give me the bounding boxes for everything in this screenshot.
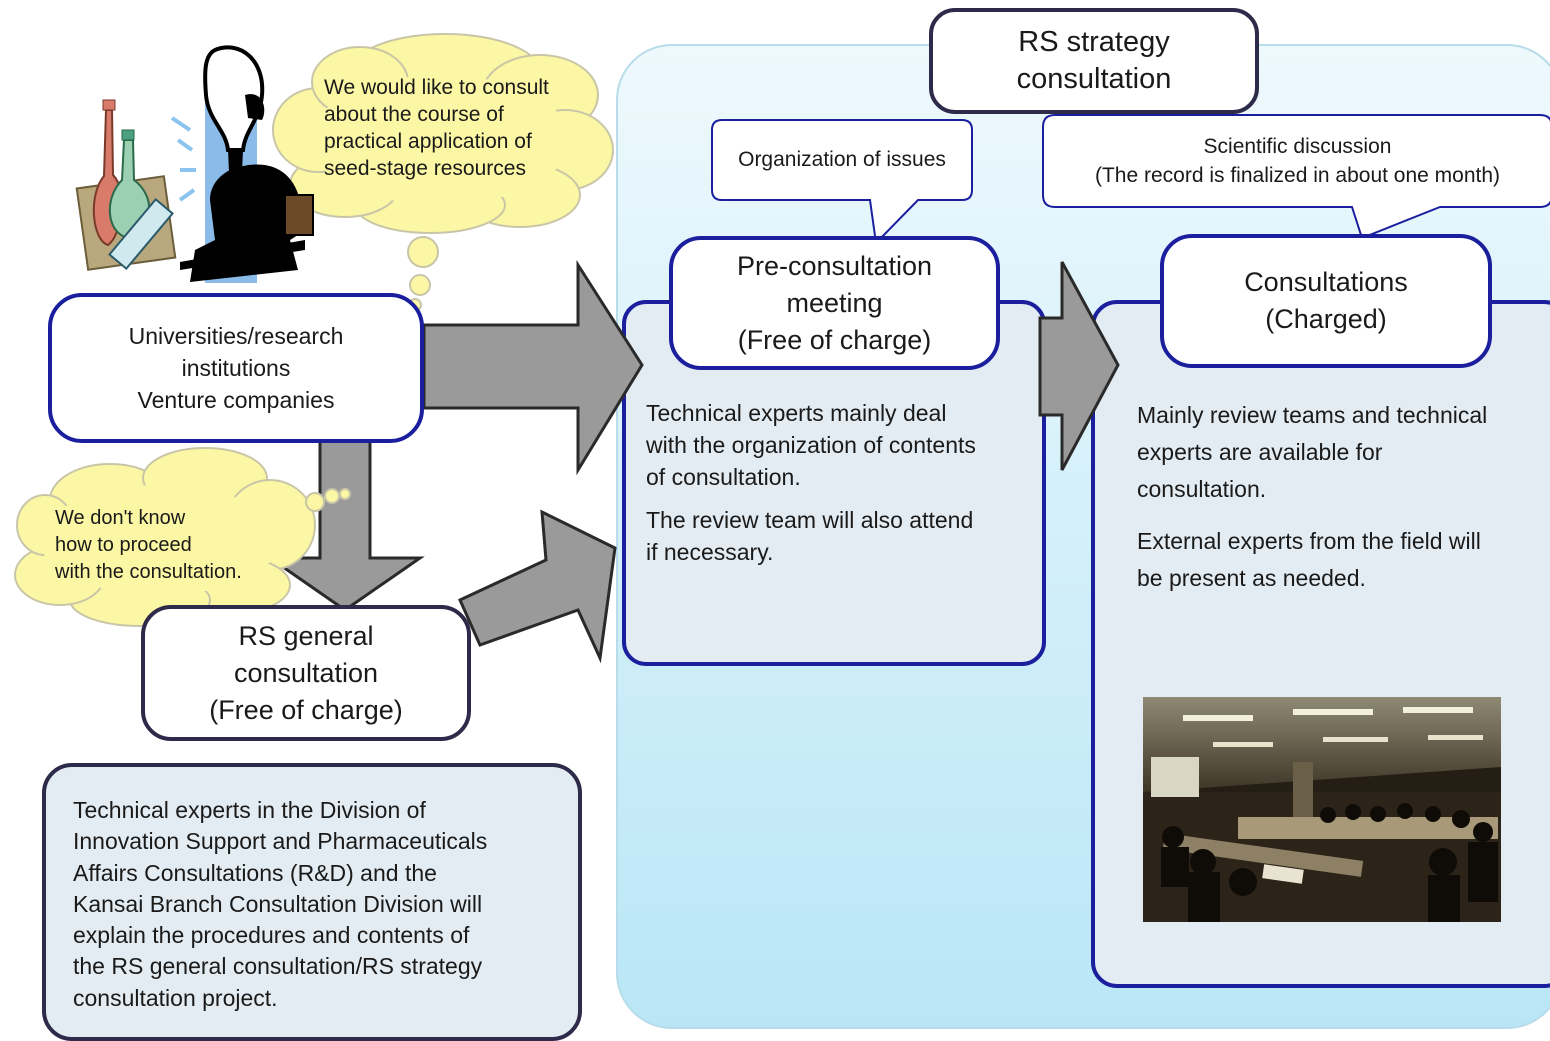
thought-cloud-top [272, 33, 614, 312]
general-description-box: Technical experts in the Division of Inn… [42, 763, 582, 1041]
description-line: Technical experts in the Division of [73, 797, 426, 823]
pre-line: Technical experts mainly deal [646, 400, 947, 426]
applicants-line: Venture companies [137, 387, 335, 413]
callout-organization-text: Organization of issues [738, 148, 946, 171]
arrow-applicants-to-pre [422, 259, 644, 476]
consult-paragraph: Mainly review teams and technical expert… [1137, 397, 1547, 508]
general-consultation-line: consultation [233, 657, 379, 688]
applicants-line: Universities/research [128, 323, 344, 349]
pre-line: of consultation. [646, 464, 801, 490]
pre-line: with the organization of contents [646, 432, 976, 458]
description-line: explain the procedures and contents of [73, 922, 470, 949]
applicants-box: Universities/research institutions Ventu… [48, 293, 424, 443]
consult-line: experts are available for [1137, 439, 1383, 465]
thought-text-top: We would like to consult about the cours… [324, 74, 594, 182]
description-line: consultation project. [73, 984, 278, 1011]
thought-line: with the consultation. [55, 561, 242, 583]
general-consultation-line: RS general [238, 620, 374, 651]
arrow-applicants-down [265, 438, 425, 612]
arrow-pre-to-consultations [1038, 261, 1120, 471]
callout-scientific-line: (The record is finalized in about one mo… [1094, 164, 1501, 187]
lightbulb-scientist-icon [170, 45, 314, 283]
pre-paragraph: Technical experts mainly deal with the o… [646, 397, 1036, 493]
consult-title-line: (Charged) [1265, 304, 1387, 334]
pre-paragraph: The review team will also attend if nece… [646, 504, 1036, 568]
strategy-title-box: RS strategy consultation [929, 8, 1259, 114]
thought-cloud-bottom [14, 447, 351, 627]
description-line: Affairs Consultations (R&D) and the [73, 859, 437, 886]
callout-organization-shape [711, 119, 973, 246]
thought-line: We don't know [55, 507, 186, 529]
callout-scientific-line: Scientific discussion [1203, 135, 1392, 158]
consult-line: Mainly review teams and technical [1137, 402, 1488, 428]
thought-text-bottom: We don't know how to proceed with the co… [55, 505, 295, 586]
thought-line: seed-stage resources [324, 157, 526, 180]
strategy-title-line: RS strategy [1018, 26, 1170, 58]
thought-line: how to proceed [55, 534, 192, 556]
consult-line: be present as needed. [1137, 565, 1366, 591]
pre-consultation-title-box: Pre-consultation meeting (Free of charge… [669, 236, 1000, 370]
pre-title-line: (Free of charge) [737, 324, 932, 355]
applicants-line: institutions [181, 355, 291, 381]
pre-line: if necessary. [646, 539, 774, 565]
pre-title-line: Pre-consultation [736, 250, 933, 281]
meeting-room-photo [1143, 697, 1501, 922]
lab-flasks-icon [75, 99, 177, 271]
thought-line: about the course of [324, 103, 504, 126]
description-line: the RS general consultation/RS strategy [73, 953, 483, 980]
callout-scientific: Scientific discussion (The record is fin… [1043, 115, 1550, 207]
description-line: Innovation Support and Pharmaceuticals [73, 828, 488, 855]
consult-line: consultation. [1137, 476, 1267, 502]
consultations-title-box: Consultations (Charged) [1160, 234, 1492, 368]
pre-consultation-body: Technical experts mainly deal with the o… [646, 397, 1036, 568]
consult-title-line: Consultations [1244, 267, 1408, 297]
pre-title-line: meeting [786, 287, 883, 318]
thought-line: practical application of [324, 130, 532, 153]
thought-line: We would like to consult [324, 76, 549, 99]
arrow-general-to-pre [458, 509, 617, 664]
callout-scientific-shape [1042, 114, 1550, 240]
consult-line: External experts from the field will [1137, 528, 1481, 554]
consultations-body: Mainly review teams and technical expert… [1137, 397, 1547, 597]
description-line: Kansai Branch Consultation Division will [73, 890, 483, 917]
pre-line: The review team will also attend [646, 507, 974, 533]
callout-organization: Organization of issues [712, 120, 972, 200]
general-consultation-box: RS general consultation (Free of charge) [141, 605, 471, 741]
consult-paragraph: External experts from the field will be … [1137, 523, 1547, 597]
general-consultation-line: (Free of charge) [209, 694, 403, 725]
meeting-photo-drawing [1143, 697, 1501, 922]
strategy-title-line: consultation [1016, 63, 1172, 95]
